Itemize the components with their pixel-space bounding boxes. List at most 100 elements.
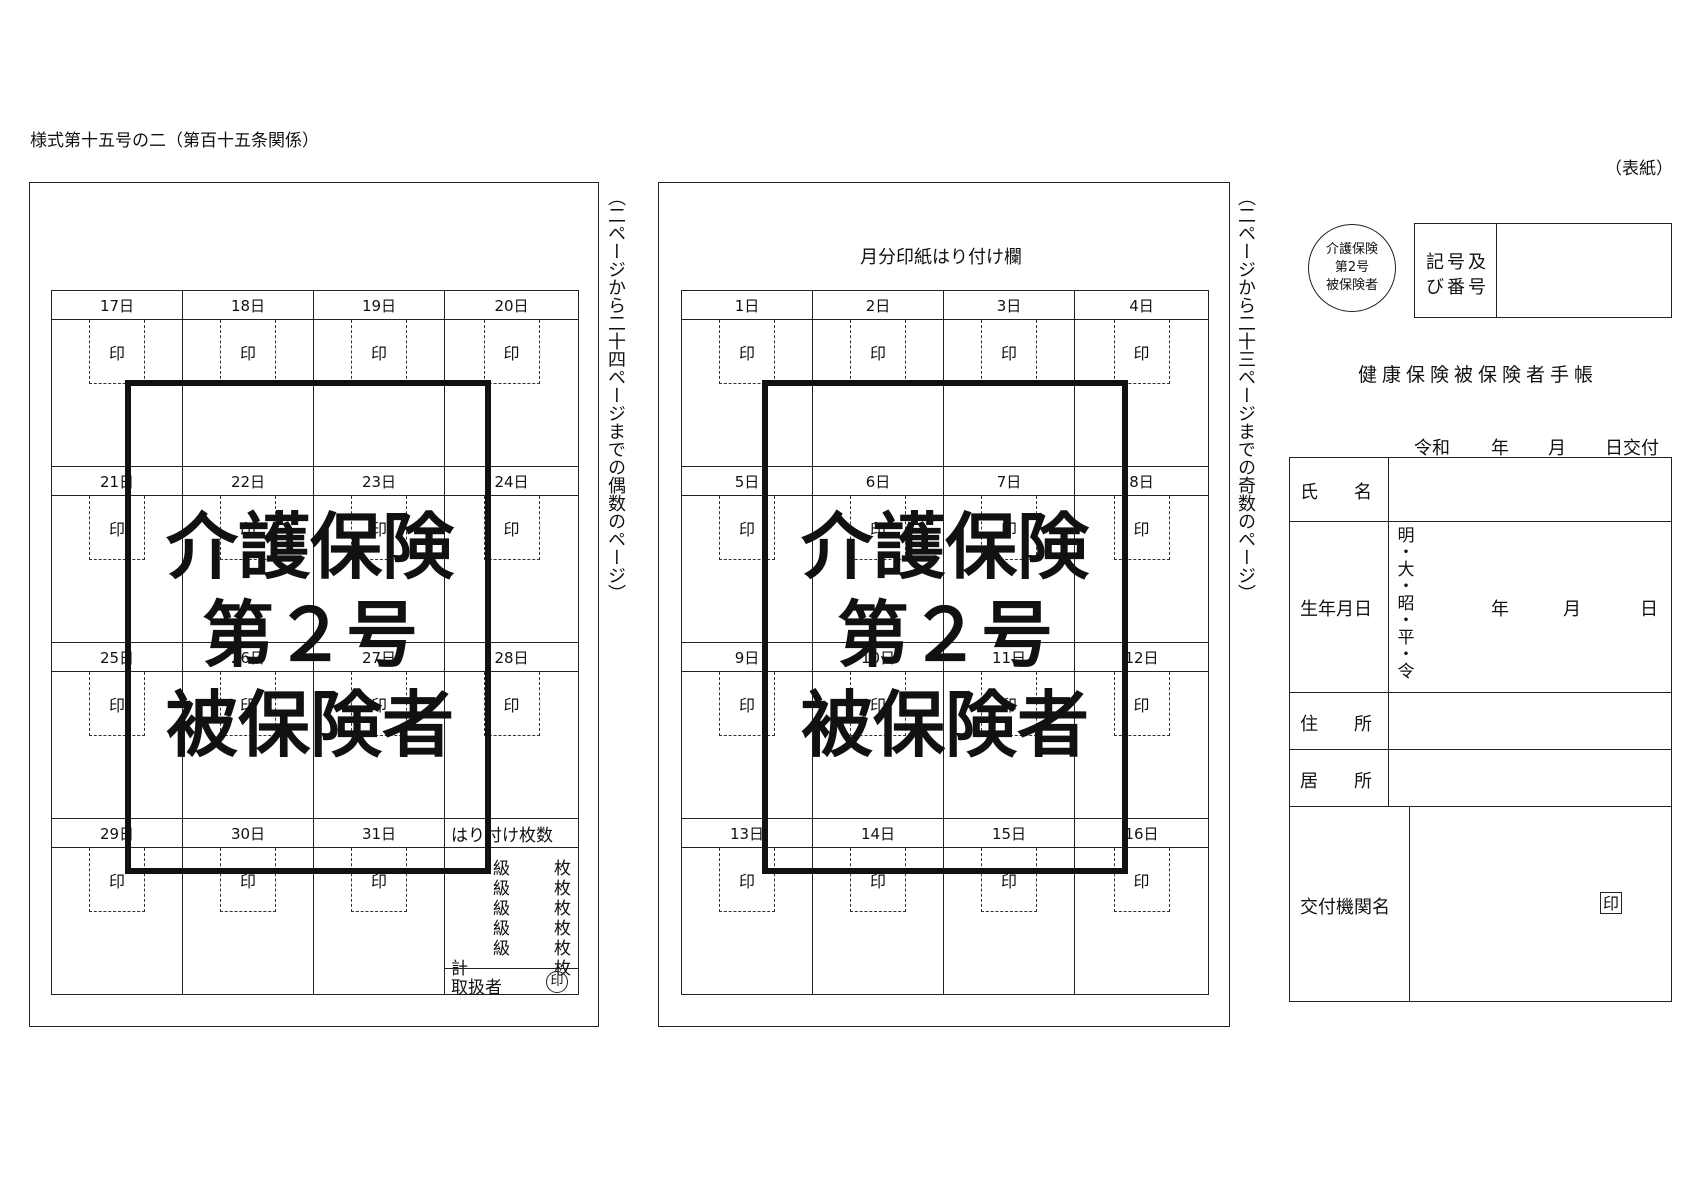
era-showa: 昭 [1397,594,1415,614]
seal-line-1: 介護保険 [1325,242,1378,257]
number-label-2: び番号 [1426,277,1489,298]
stamp-placeholder[interactable]: 印 [850,848,906,912]
stamp-placeholder[interactable]: 印 [981,320,1037,384]
day-label: 28日 [444,642,579,672]
stamp-placeholder[interactable]: 印 [351,320,407,384]
stamp-placeholder[interactable]: 印 [1113,848,1170,912]
day-label: 15日 [943,818,1075,848]
stamp-placeholder[interactable]: 印 [220,320,276,384]
era-heisei: 平 [1397,628,1415,648]
stamp-placeholder[interactable]: 印 [351,496,407,560]
stamp-cell: 印 [681,319,813,467]
row-line-4 [1289,806,1672,807]
row-line-1 [1289,521,1672,522]
issuer-label: 交付機関名 [1300,897,1390,918]
stamp-row: 印印印印 [51,495,579,643]
birth-day-label: 日 [1640,599,1658,620]
stamp-placeholder[interactable]: 印 [89,672,145,736]
cover-label: （表紙） [1605,159,1673,179]
stamp-placeholder[interactable]: 印 [850,320,906,384]
stamp-placeholder[interactable]: 印 [220,848,276,912]
stamp-cell: 印 [1074,319,1209,467]
count-header: はり付け枚数 [444,818,579,848]
day-label: 25日 [51,642,183,672]
stamp-cell: 印 [313,671,445,819]
stamp-placeholder[interactable]: 印 [719,848,775,912]
stamp-row: 印印印印 [51,671,579,819]
stamp-cell: 印 [943,319,1075,467]
stamp-placeholder[interactable]: 印 [981,672,1037,736]
day-label: 13日 [681,818,813,848]
day-label: 20日 [444,290,579,320]
birth-label: 生年月日 [1300,599,1372,620]
stamp-cell: 印 [1074,495,1209,643]
birth-year-label: 年 [1491,599,1509,620]
left-overlay-line2: 第２号 [201,593,418,677]
residence-label: 居 所 [1300,771,1372,792]
stamp-placeholder[interactable]: 印 [850,672,906,736]
stamp-placeholder[interactable]: 印 [89,496,145,560]
era-sep: ・ [1397,645,1415,665]
count-row: 級枚 [493,934,571,959]
stamp-cell: 印 [444,495,579,643]
era-reiwa: 令 [1397,662,1415,682]
middle-side-note: （二ページから二十三ページまでの奇数のページ） [1235,188,1256,602]
stamp-placeholder[interactable]: 印 [89,848,145,912]
stamp-placeholder[interactable]: 印 [351,848,407,912]
handler-seal: 印 [546,971,568,993]
stamp-placeholder[interactable]: 印 [1113,672,1170,736]
issue-year: 年 [1491,438,1509,459]
era-taisho: 大 [1397,560,1415,580]
day-label: 10日 [812,642,944,672]
stamp-placeholder[interactable]: 印 [89,320,145,384]
number-field[interactable] [1498,225,1670,316]
stamp-placeholder[interactable]: 印 [719,672,775,736]
stamp-placeholder[interactable]: 印 [1113,496,1170,560]
residence-field[interactable] [1390,751,1670,804]
stamp-placeholder[interactable]: 印 [483,672,540,736]
day-label: 8日 [1074,466,1209,496]
middle-category-frame [762,380,1128,874]
address-field[interactable] [1390,694,1670,747]
stamp-cell: 印 [943,495,1075,643]
issue-era: 令和 [1414,438,1450,459]
stamp-placeholder[interactable]: 印 [220,496,276,560]
stamp-cell: 印 [182,319,314,467]
grade-label: 級 [493,899,510,919]
day-label: 6日 [812,466,944,496]
left-page-panel [29,182,599,1027]
count-row: 級枚 [493,854,571,879]
stamp-placeholder[interactable]: 印 [351,672,407,736]
era-column: 明 ・ 大 ・ 昭 ・ 平 ・ 令 [1396,528,1416,681]
left-side-note: （二ページから二十四ページまでの偶数のページ） [605,188,626,602]
stamp-placeholder[interactable]: 印 [981,848,1037,912]
birth-month-label: 月 [1563,599,1581,620]
day-label: 5日 [681,466,813,496]
stamp-placeholder[interactable]: 印 [220,672,276,736]
count-row: 級枚 [493,914,571,939]
stamp-placeholder[interactable]: 印 [483,320,540,384]
stamp-cell: 印 [812,319,944,467]
day-label: 14日 [812,818,944,848]
stamp-placeholder[interactable]: 印 [850,496,906,560]
stamp-placeholder[interactable]: 印 [719,496,775,560]
number-label-1: 記号及 [1426,252,1489,273]
stamp-placeholder[interactable]: 印 [981,496,1037,560]
day-label: 1日 [681,290,813,320]
day-label: 2日 [812,290,944,320]
category-seal: 介護保険 第2号 被保険者 [1308,224,1396,312]
stamp-placeholder[interactable]: 印 [1113,320,1170,384]
stamp-row: 印印印印 [681,319,1209,467]
col-line-upper [1388,457,1389,807]
cover-info-table [1289,457,1672,1002]
stamp-placeholder[interactable]: 印 [483,496,540,560]
stamp-cell: 印 [182,495,314,643]
day-label: 3日 [943,290,1075,320]
handler-row: 取扱者印 [445,968,578,998]
stamp-placeholder[interactable]: 印 [719,320,775,384]
number-box-divider [1496,223,1497,318]
name-field[interactable] [1390,459,1670,519]
